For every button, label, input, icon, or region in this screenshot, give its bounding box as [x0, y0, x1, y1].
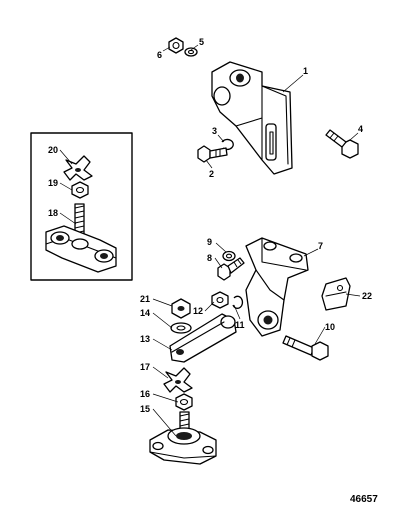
callout-17: 17	[140, 362, 150, 372]
callout-14: 14	[140, 308, 150, 318]
callout-12: 12	[193, 306, 203, 316]
part-6-nut	[168, 37, 184, 54]
callout-19: 19	[48, 178, 58, 188]
part-4-long-bolt	[325, 129, 359, 159]
callout-16: 16	[140, 389, 150, 399]
callout-10: 10	[325, 322, 335, 332]
part-18-mount-stud	[45, 203, 117, 273]
part-12-hex-nut	[211, 291, 229, 309]
callout-13: 13	[140, 334, 150, 344]
part-9-washer	[222, 250, 236, 262]
callout-2: 2	[209, 169, 214, 179]
part-16-hex-nut	[175, 393, 193, 411]
callout-4: 4	[358, 124, 363, 134]
callout-15: 15	[140, 404, 150, 414]
callout-5: 5	[199, 37, 204, 47]
callout-20: 20	[48, 145, 58, 155]
part-17-wing-nut	[163, 367, 193, 393]
callout-1: 1	[303, 66, 308, 76]
part-22-clip	[321, 277, 351, 311]
inset-detail-box	[30, 132, 133, 281]
part-1-upper-bracket	[211, 61, 293, 175]
part-8-bolt	[217, 257, 245, 281]
callout-3: 3	[212, 126, 217, 136]
part-21-hex-nut	[171, 298, 191, 319]
callout-6: 6	[157, 50, 162, 60]
callout-22: 22	[362, 291, 372, 301]
part-20-wing-nut	[63, 155, 93, 181]
part-15-lower-mount	[149, 411, 217, 465]
part-19-hex-nut	[71, 181, 89, 199]
callout-11: 11	[235, 320, 245, 330]
figure-number: 46657	[350, 494, 378, 505]
part-13-link	[169, 313, 237, 363]
part-7-lower-bracket	[245, 237, 309, 337]
part-14-washer	[170, 322, 192, 334]
part-10-long-bolt	[282, 335, 329, 361]
callout-18: 18	[48, 208, 58, 218]
callout-9: 9	[207, 237, 212, 247]
callout-7: 7	[318, 241, 323, 251]
part-2-short-bolt	[197, 145, 228, 163]
leader-lines	[59, 44, 361, 437]
part-5-washer	[184, 47, 198, 57]
callout-21: 21	[140, 294, 150, 304]
callout-8: 8	[207, 253, 212, 263]
